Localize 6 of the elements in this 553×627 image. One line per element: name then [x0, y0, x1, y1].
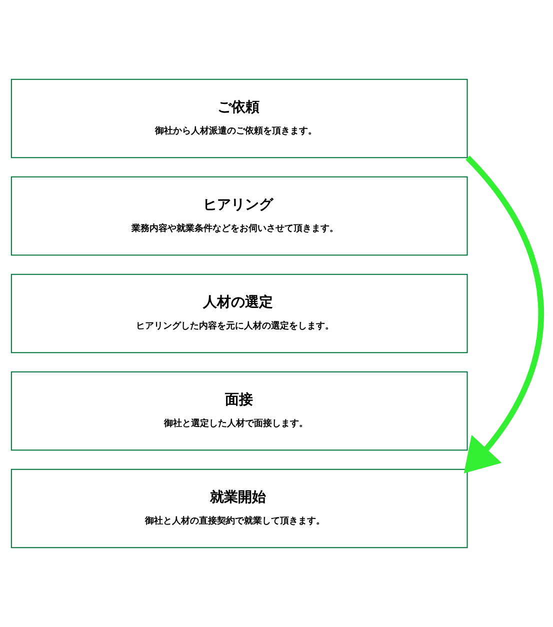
arrow — [464, 156, 544, 474]
node-box: 就業開始 御社と人材の直接契約で就業して頂きます。 — [10, 468, 468, 548]
node-box: ご依頼 御社から人材派遣のご依頼を頂きます。 — [10, 78, 468, 158]
node-box: 人材の選定 ヒアリングした内容を元に人材の選定をします。 — [10, 274, 468, 354]
node-box: 面接 御社と選定した人材で面接します。 — [10, 371, 468, 451]
node-box: ヒアリング 業務内容や就業条件などをお伺いさせて頂きます。 — [10, 176, 468, 256]
